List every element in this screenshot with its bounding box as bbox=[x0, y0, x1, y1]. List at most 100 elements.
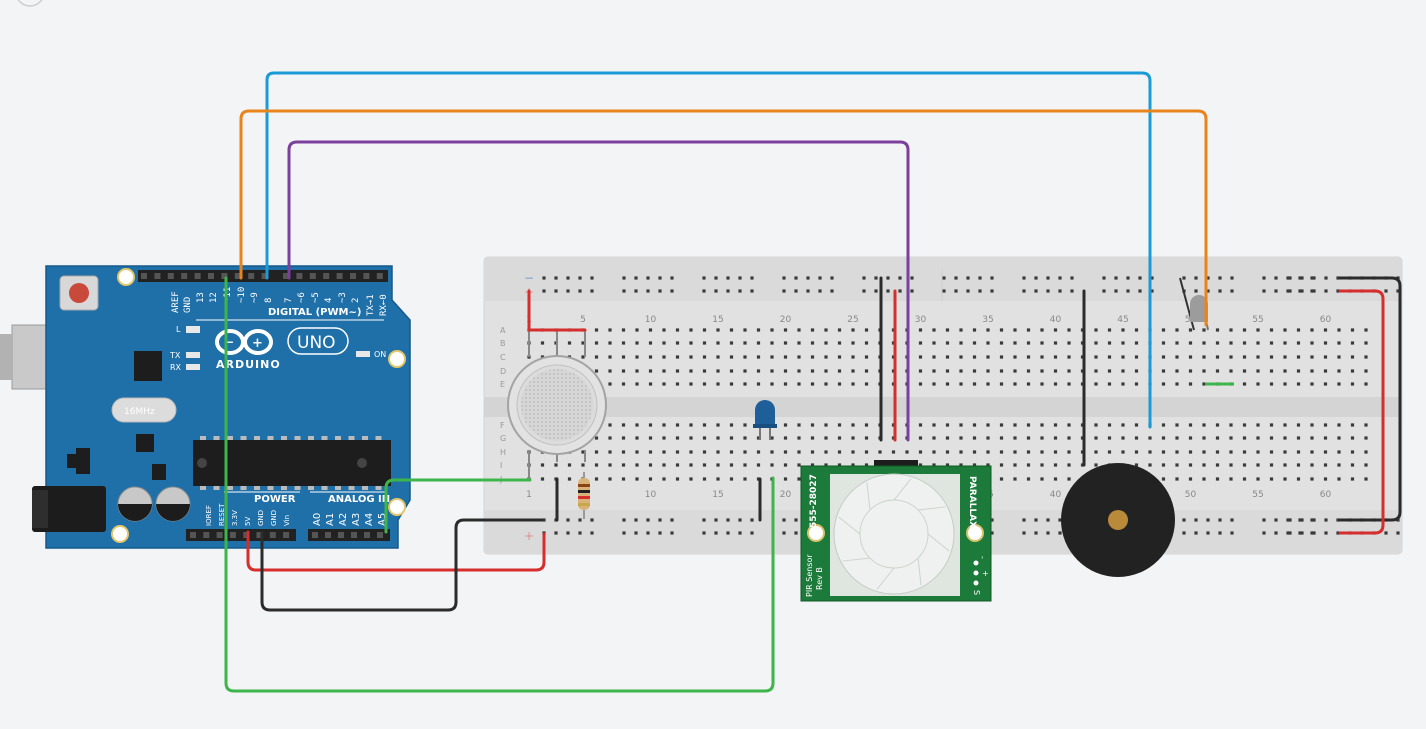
pin-label-rx0: RX←0 bbox=[379, 294, 389, 316]
wire-red-5v[interactable] bbox=[246, 530, 546, 572]
column-number: 25 bbox=[847, 315, 858, 325]
pin-label-reset: RESET bbox=[218, 503, 226, 526]
pin-label-a4: A4 bbox=[364, 513, 375, 526]
svg-text:+: + bbox=[252, 336, 263, 351]
row-letter: H bbox=[500, 448, 506, 457]
column-number: 40 bbox=[1050, 490, 1062, 500]
model-label: UNO bbox=[297, 333, 336, 353]
column-number: 15 bbox=[712, 490, 723, 500]
pin-label-a5: A5 bbox=[377, 513, 388, 526]
column-number: 60 bbox=[1320, 490, 1332, 500]
zoom-fit-icon[interactable] bbox=[16, 0, 44, 7]
analog-in-label: ANALOG IN bbox=[328, 494, 390, 505]
column-number: 35 bbox=[982, 315, 993, 325]
pin-label-ioref: IOREF bbox=[205, 505, 213, 526]
pir-pin-label-plus: + bbox=[982, 569, 989, 578]
mounting-hole bbox=[111, 525, 129, 543]
row-letter: A bbox=[500, 326, 506, 335]
column-number: 45 bbox=[1117, 315, 1128, 325]
pin-label-gnd1: GND bbox=[257, 510, 265, 526]
blue-led[interactable] bbox=[753, 400, 777, 440]
wires bbox=[224, 71, 1402, 693]
wire-green-loop[interactable] bbox=[224, 276, 775, 693]
pin-label-5v: 5V bbox=[244, 517, 252, 526]
rail-minus-label: − bbox=[524, 271, 534, 285]
pir-model-line2: Rev B bbox=[815, 567, 824, 590]
pin-label-a1: A1 bbox=[325, 513, 336, 526]
brand-label: ARDUINO bbox=[216, 358, 281, 371]
pin-label-8: 8 bbox=[264, 298, 274, 303]
wire-orange[interactable] bbox=[239, 109, 1208, 327]
pin-label-a0: A0 bbox=[312, 513, 323, 526]
pin-label-tx1: TX→1 bbox=[366, 294, 376, 316]
column-number: 20 bbox=[780, 490, 792, 500]
mounting-hole bbox=[388, 498, 406, 516]
pin-label-9: ~9 bbox=[250, 292, 260, 303]
column-number: 60 bbox=[1320, 315, 1332, 325]
wire-blue[interactable] bbox=[265, 71, 1152, 429]
row-letter: I bbox=[500, 461, 502, 470]
row-letter: C bbox=[500, 353, 506, 362]
column-number: 5 bbox=[580, 315, 586, 325]
pir-model-line1: PIR Sensor bbox=[805, 554, 814, 597]
pin-label-gnd2: GND bbox=[270, 510, 278, 526]
wire-black-gnd[interactable] bbox=[260, 518, 544, 612]
usb-chip bbox=[134, 351, 162, 381]
pin-label-aref: AREF bbox=[171, 291, 181, 313]
column-number: 10 bbox=[645, 315, 657, 325]
row-letter: B bbox=[500, 339, 506, 348]
pin-label-13: 13 bbox=[196, 292, 206, 303]
pin-label-3: ~3 bbox=[338, 292, 348, 303]
svg-text:16MHz: 16MHz bbox=[124, 407, 155, 417]
pir-sensor[interactable]: 555-28027 PARALLAX PIR Sensor Rev B - + … bbox=[800, 460, 992, 602]
pin-label-5: ~5 bbox=[311, 292, 321, 303]
wire-purple[interactable] bbox=[287, 140, 910, 442]
piezo-buzzer[interactable] bbox=[1061, 463, 1175, 577]
power-header bbox=[186, 529, 296, 541]
column-number: 10 bbox=[645, 490, 657, 500]
pin-label-gnd: GND bbox=[183, 297, 193, 313]
pin-label-11: ~11 bbox=[223, 287, 233, 303]
pir-brand: PARALLAX bbox=[967, 476, 977, 528]
digital-pin-labels: AREF GND 13 12 ~11 ~10 ~9 8 7 ~6 ~5 4 ~3… bbox=[171, 287, 389, 316]
power-label: POWER bbox=[254, 494, 296, 505]
pin-label-3v3: 3.3V bbox=[231, 510, 239, 526]
pin-label-a2: A2 bbox=[338, 513, 349, 526]
column-number: 15 bbox=[712, 315, 723, 325]
row-letter: F bbox=[500, 421, 505, 430]
pin-label-a3: A3 bbox=[351, 513, 362, 526]
mounting-hole bbox=[388, 350, 406, 368]
led-label-tx: TX bbox=[169, 351, 181, 360]
arduino-logo-icon bbox=[215, 329, 273, 355]
pin-label-7: 7 bbox=[284, 298, 294, 303]
resistor[interactable] bbox=[578, 472, 590, 519]
column-number: 40 bbox=[1050, 315, 1062, 325]
led-label-on: ON bbox=[374, 350, 386, 359]
digital-pwm-label: DIGITAL (PWM~) bbox=[268, 307, 361, 318]
row-letter: E bbox=[500, 380, 505, 389]
column-number: 30 bbox=[915, 315, 927, 325]
row-letter: G bbox=[500, 434, 506, 443]
column-number: 50 bbox=[1185, 490, 1197, 500]
pir-pin-label-minus: - bbox=[978, 556, 987, 559]
power-jack bbox=[32, 486, 106, 532]
pin-label-4: 4 bbox=[324, 298, 334, 303]
gas-sensor[interactable] bbox=[507, 330, 607, 480]
pin-label-10: ~10 bbox=[237, 287, 247, 303]
mounting-hole bbox=[117, 268, 135, 286]
crystal bbox=[111, 397, 177, 423]
column-number: 20 bbox=[780, 315, 792, 325]
arduino-uno-board[interactable]: AREF GND 13 12 ~11 ~10 ~9 8 7 ~6 ~5 4 ~3… bbox=[0, 265, 411, 549]
svg-text:−: − bbox=[224, 335, 234, 349]
rail-plus-label-bottom: + bbox=[524, 529, 534, 543]
wire-green-a5[interactable] bbox=[384, 478, 532, 534]
wire-black-right-rail[interactable] bbox=[1338, 276, 1402, 522]
capacitor bbox=[117, 486, 153, 522]
led-label-rx: RX bbox=[170, 363, 182, 372]
pir-pin-label-s: S bbox=[972, 590, 981, 595]
pin-label-12: 12 bbox=[209, 292, 219, 303]
wire-red-right-rail[interactable] bbox=[1338, 289, 1385, 535]
pin-label-vin: Vin bbox=[283, 515, 291, 526]
column-number: 1 bbox=[526, 490, 532, 500]
